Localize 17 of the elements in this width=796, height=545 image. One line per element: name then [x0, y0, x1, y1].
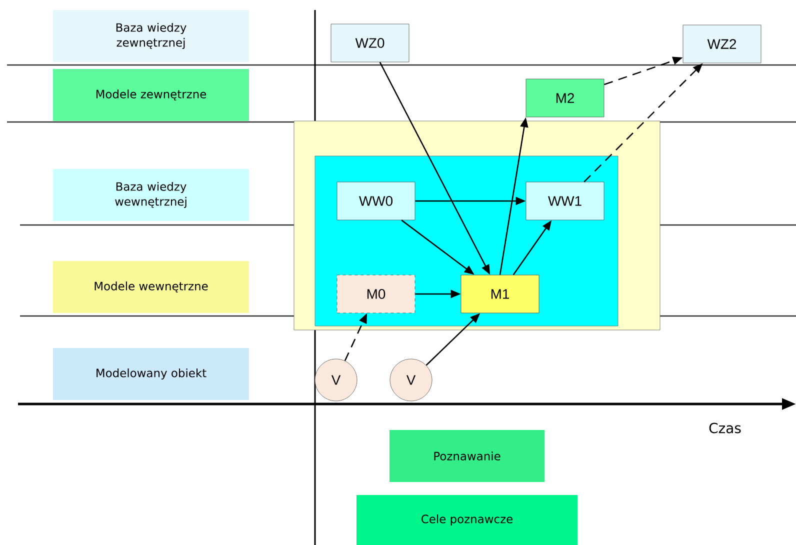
row-label: Modelowany obiekt [53, 348, 249, 400]
model-box: M0 [336, 274, 416, 314]
model-box: M1 [460, 274, 540, 314]
goal-box: Cele poznawcze [356, 495, 578, 545]
model-box: M2 [526, 78, 604, 118]
row-label: Baza wiedzy wewnętrznej [53, 169, 249, 221]
row-label: Baza wiedzy zewnętrznej [53, 10, 249, 62]
model-box: WZ2 [682, 24, 762, 64]
goal-box: Poznawanie [390, 430, 544, 482]
axis-label: Czas [709, 422, 741, 434]
circle-node: V [314, 358, 358, 402]
model-box: WW0 [336, 182, 416, 220]
model-box: WZ0 [330, 24, 410, 62]
row-label: Modele zewnętrzne [53, 69, 249, 121]
circle-node: V [390, 358, 432, 402]
row-label: Modele wewnętrzne [53, 261, 249, 313]
model-box: WW1 [526, 182, 604, 220]
